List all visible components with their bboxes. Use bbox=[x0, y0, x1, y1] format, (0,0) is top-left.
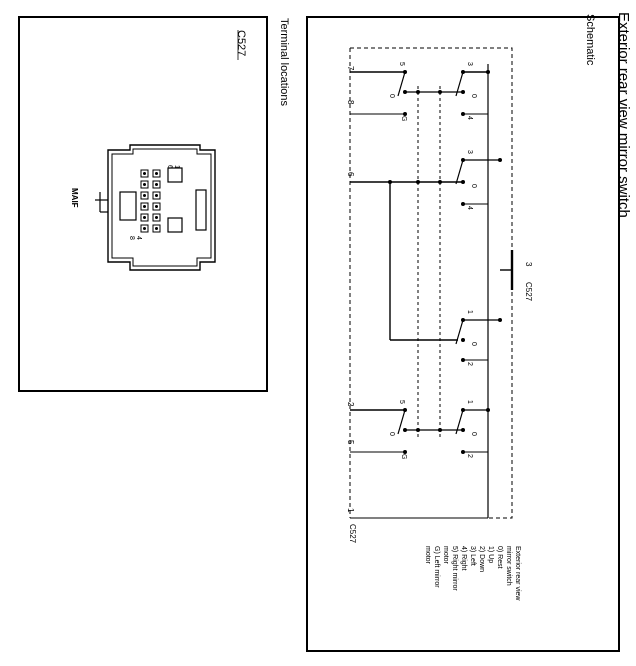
svg-text:mirror switch: mirror switch bbox=[505, 546, 512, 586]
pin-label-4: 4 bbox=[135, 236, 142, 240]
svg-text:1: 1 bbox=[466, 310, 473, 314]
terminal-locations-panel bbox=[18, 16, 268, 392]
pin-label-6: 6 bbox=[166, 165, 173, 169]
svg-text:G: G bbox=[400, 116, 407, 121]
svg-text:2: 2 bbox=[466, 362, 473, 366]
connector-housing-inner bbox=[111, 148, 212, 267]
svg-text:G: G bbox=[400, 454, 407, 459]
schematic-bottom-connector-id: C527 bbox=[348, 524, 357, 544]
svg-text:7: 7 bbox=[346, 66, 355, 71]
svg-text:0: 0 bbox=[470, 94, 477, 98]
connector-family-label: MAIF bbox=[70, 188, 79, 208]
switch-contact-labels: 5 0 G 3 0 4 3 0 4 1 0 2 5 0 G 1 0 2 bbox=[388, 62, 477, 459]
svg-text:0: 0 bbox=[470, 184, 477, 188]
svg-text:0: 0 bbox=[470, 342, 477, 346]
svg-text:5: 5 bbox=[398, 400, 405, 404]
connector-c527-drawing: C527 MAIF 6 1 bbox=[70, 30, 247, 271]
pin-label-8: 8 bbox=[128, 236, 135, 240]
svg-text:8: 8 bbox=[346, 100, 355, 105]
svg-text:0: 0 bbox=[388, 432, 395, 436]
connector-latch bbox=[195, 189, 207, 231]
svg-text:6: 6 bbox=[346, 172, 355, 177]
svg-text:1) Up: 1) Up bbox=[487, 546, 494, 563]
schematic-wiring bbox=[349, 47, 514, 519]
schematic-panel bbox=[306, 16, 620, 652]
svg-text:5: 5 bbox=[346, 440, 355, 445]
schematic-connector-id: C527 bbox=[524, 282, 533, 302]
schematic-pin-numbers: 7 8 6 2 5 1 bbox=[346, 66, 355, 513]
svg-text:3: 3 bbox=[466, 150, 473, 154]
svg-text:4) Right: 4) Right bbox=[460, 546, 467, 571]
svg-text:3) Left: 3) Left bbox=[469, 546, 476, 566]
svg-text:1: 1 bbox=[466, 400, 473, 404]
svg-text:1: 1 bbox=[346, 508, 355, 513]
svg-text:4: 4 bbox=[466, 116, 473, 120]
svg-text:5: 5 bbox=[398, 62, 405, 66]
pin-label-1: 1 bbox=[173, 165, 180, 169]
svg-text:0: 0 bbox=[388, 94, 395, 98]
schematic-legend: Exterior rear view mirror switch 0) Rest… bbox=[424, 546, 521, 601]
schematic-connector-pin: 3 bbox=[524, 262, 533, 267]
svg-text:0: 0 bbox=[470, 432, 477, 436]
svg-text:2) Down: 2) Down bbox=[478, 546, 485, 572]
svg-text:0) Rest: 0) Rest bbox=[496, 546, 503, 569]
svg-text:Exterior rear view: Exterior rear view bbox=[514, 546, 521, 601]
contact-dots bbox=[388, 70, 502, 454]
connector-housing bbox=[107, 144, 216, 271]
svg-text:3: 3 bbox=[466, 62, 473, 66]
svg-text:2: 2 bbox=[466, 454, 473, 458]
connector-id-label: C527 bbox=[235, 30, 247, 56]
svg-text:4: 4 bbox=[466, 206, 473, 210]
svg-text:5) Right mirror: 5) Right mirror bbox=[451, 546, 458, 591]
svg-text:motor: motor bbox=[424, 546, 431, 565]
svg-text:motor: motor bbox=[442, 546, 449, 565]
svg-text:G) Left mirror: G) Left mirror bbox=[433, 546, 440, 588]
svg-text:2: 2 bbox=[346, 402, 355, 407]
